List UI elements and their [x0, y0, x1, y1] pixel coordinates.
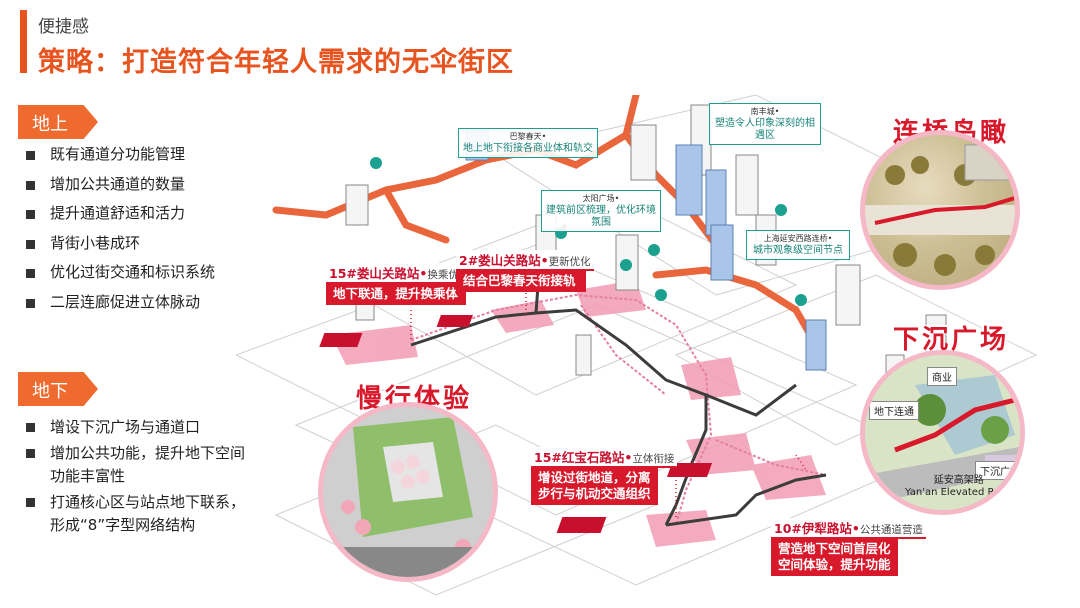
bullet-square-icon — [26, 151, 35, 160]
title-accent-bar — [20, 10, 27, 73]
list-item: 打通核心区与站点地下联系，形成“8”字型网络结构 — [26, 491, 245, 537]
callout-15-loushanguan: 地下联通，提升换乘体 — [326, 283, 466, 305]
list-item: 增加公共功能，提升地下空间功能丰富性 — [26, 442, 245, 488]
page-title: 策略：打造符合年轻人需求的无伞街区 — [38, 47, 514, 78]
inset-sunken-plaza: 商业 地下连通 下沉广场 延安高架路 Yan'an Elevated Road — [860, 350, 1025, 515]
tag-gradient — [80, 372, 226, 406]
section-tag-above-ground: 地上 — [18, 105, 226, 139]
label-bali-spring: 巴黎春天• 地上地下衔接各商业体和轨交 — [458, 128, 598, 158]
label-nanfeng: 南丰城• 塑造令人印象深刻的相遇区 — [709, 103, 821, 145]
tag-arrow — [18, 372, 98, 406]
tag-arrow — [18, 105, 98, 139]
inset-label-sunken-plaza: 下沉广场 — [975, 461, 1020, 480]
list-item: 增设下沉广场与通道口 — [26, 416, 245, 439]
elevated-walkway-route — [272, 95, 820, 349]
list-item: 既有通道分功能管理 — [26, 140, 215, 170]
page-subtitle: 便捷感 — [38, 17, 89, 37]
tag-label: 地下 — [32, 381, 68, 402]
tag-label: 地上 — [32, 114, 68, 135]
list-item: 二层连廊促进立体脉动 — [26, 288, 215, 318]
pin-icons — [370, 157, 807, 306]
inset-label-underground-link: 地下连通 — [869, 401, 919, 420]
bullet-square-icon — [26, 498, 35, 507]
bullet-square-icon — [26, 298, 35, 308]
label-sun-plaza: 太阳广场• 建筑前区梳理，优化环境氛围 — [541, 190, 661, 232]
callout-10-yili: 营造地下空间首层化 空间体验，提升功能 — [771, 538, 898, 576]
inset-label-commerce: 商业 — [927, 367, 957, 386]
station-title-10-yili: 10#伊犁路站•公共通道营造 — [771, 518, 926, 539]
station-title-2-loushanguan: 2#娄山关路站•更新优化 — [456, 250, 594, 271]
list-item: 优化过街交通和标识系统 — [26, 258, 215, 288]
bullet-square-icon — [26, 239, 35, 249]
bullet-square-icon — [26, 210, 35, 219]
list-item: 背街小巷成环 — [26, 229, 215, 259]
callout-2-loushanguan: 结合巴黎春天衔接轨 — [456, 270, 586, 292]
station-markers — [319, 315, 713, 533]
list-item: 提升通道舒适和活力 — [26, 199, 215, 229]
bullet-square-icon — [26, 269, 35, 278]
inset-slow-walk — [318, 402, 498, 582]
underground-list: 增设下沉广场与通道口 增加公共功能，提升地下空间功能丰富性 打通核心区与站点地下… — [26, 416, 245, 540]
inset-bridge-illustration — [865, 144, 1015, 276]
label-yanan-bridge: 上海延安西路连桥• 城市观象级空间节点 — [746, 230, 850, 260]
list-item: 增加公共通道的数量 — [26, 170, 215, 200]
station-title-15-loushanguan: 15#娄山关路站•换乘优化 — [326, 263, 473, 284]
bullet-square-icon — [26, 180, 35, 190]
inset-slowwalk-illustration — [323, 407, 493, 577]
station-title-15-hongbaoshi: 15#红宝石路站•立体衔接 — [531, 447, 678, 468]
inset-road-label: 延安高架路 Yan'an Elevated Road — [905, 475, 1013, 498]
axonometric-map: 巴黎春天• 地上地下衔接各商业体和轨交 南丰城• 塑造令人印象深刻的相遇区 太阳… — [236, 95, 1076, 607]
above-ground-list: 既有通道分功能管理 增加公共通道的数量 提升通道舒适和活力 背街小巷成环 优化过… — [26, 140, 215, 317]
tag-gradient — [80, 105, 226, 139]
section-tag-underground: 地下 — [18, 372, 226, 406]
inset-bridge-aerial — [860, 130, 1020, 290]
callout-15-hongbaoshi: 增设过街地道，分离 步行与机动交通组织 — [531, 467, 658, 505]
bullet-square-icon — [26, 423, 35, 432]
bullet-square-icon — [26, 449, 35, 458]
